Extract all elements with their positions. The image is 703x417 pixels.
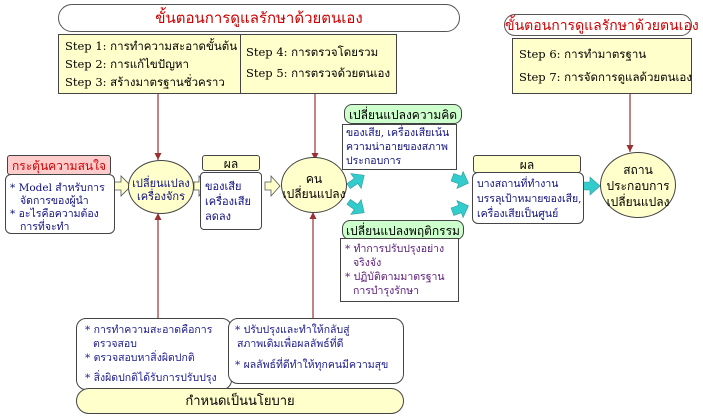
arrow-people-to-thinking — [346, 173, 365, 190]
interest-item-3: * อะไรคือความต้อง — [10, 208, 99, 220]
step-7: Step 7: การจัดการดูแลด้วยตนเอง — [519, 70, 692, 84]
step-1: Step 1: การทำความสะอาดขั้นต้น — [65, 39, 238, 53]
thinking-header: เปลี่ยนแปลงความคิด — [348, 108, 458, 122]
step-2: Step 2: การแก้ไขปัญหา — [65, 57, 189, 71]
result2-item-2: บรรลุเป้าหมายของเสีย, — [477, 193, 582, 205]
title-main: ขั้นตอนการดูแลรักษาด้วยตนเอง — [155, 9, 363, 27]
step-3: Step 3: สร้างมาตรฐานชั่วคราว — [65, 75, 225, 89]
circle-people-line-1: คน — [305, 172, 323, 186]
interest-header-box: กระตุ้นความสนใจ — [7, 155, 111, 175]
step-4: Step 4: การตรวจโดยรวม — [246, 45, 379, 59]
interest-item-4: การที่จะทำ — [20, 221, 70, 233]
arrow-people-to-behavior — [346, 198, 365, 215]
steps-mid-box: Step 4: การตรวจโดยรวม Step 5: การตรวจด้ว… — [240, 34, 397, 94]
behavior-header-box: เปลี่ยนแปลงพฤติกรรม — [342, 220, 464, 240]
bottom-mid-item-2: สภาพเดิมเพื่อผลลัพธ์ที่ดี — [237, 338, 344, 350]
result1-item-3: ลดลง — [205, 210, 231, 223]
behavior-header: เปลี่ยนแปลงพฤติกรรม — [346, 224, 460, 238]
arrow-behavior-to-result2 — [450, 199, 469, 219]
result1-header: ผล — [223, 157, 239, 171]
thinking-item-3: ประกอบการ — [346, 155, 402, 167]
circle-machine-line-2: เครื่องจักร — [136, 190, 186, 203]
steps-left-box: Step 1: การทำความสะอาดขั้นต้น Step 2: กา… — [58, 34, 258, 94]
arrow-thinking-to-result2 — [450, 170, 469, 190]
bottom-left-item-4: * สิ่งผิดปกติได้รับการปรับปรุง — [85, 372, 217, 384]
result1-body-box: ของเสีย เครื่องเสีย ลดลง — [200, 172, 262, 230]
thinking-item-2: ความน่าอายของสภาพ — [346, 141, 448, 153]
thinking-header-box: เปลี่ยนแปลงความคิด — [344, 104, 462, 124]
behavior-item-1: * ทำการปรับปรุงอย่าง — [345, 243, 445, 255]
bottom-left-box: * การทำความสะอาดคือการ ตรวจสอบ * ตรวจสอบ… — [76, 318, 232, 390]
result2-item-3: เครื่องเสียเป็นศูนย์ — [477, 208, 559, 220]
arrow-result2-to-place — [582, 176, 601, 196]
behavior-item-3: * ปฏิบัติตามมาตรฐาน — [345, 271, 445, 283]
bottom-left-item-3: * ตรวจสอบหาสิ่งผิดปกติ — [85, 352, 195, 364]
circle-people-change: คน เปลี่ยนแปลง — [281, 157, 347, 213]
title-right: ขั้นตอนการดูแลรักษาด้วยตนเอง — [505, 18, 699, 34]
bottom-mid-box: * ปรับปรุงและทำให้กลับสู่ สภาพเดิมเพื่อผ… — [228, 318, 404, 384]
bottom-left-item-1: * การทำความสะอาดคือการ — [85, 324, 213, 336]
circle-people-line-2: เปลี่ยนแปลง — [282, 187, 346, 201]
circle-place-line-1: สถาน — [623, 163, 653, 177]
steps-right-box: Step 6: การทำมาตรฐาน Step 7: การจัดการดู… — [512, 38, 692, 94]
circle-machine-line-1: เปลี่ยนแปลง — [132, 177, 190, 190]
circle-machine-change: เปลี่ยนแปลง เครื่องจักร — [128, 160, 194, 214]
result2-header: ผล — [519, 158, 535, 172]
result1-header-box: ผล — [202, 155, 260, 171]
behavior-item-2: จริงจัง — [353, 257, 382, 269]
behavior-item-4: การบำรุงรักษา — [353, 285, 420, 297]
bottom-mid-item-3: * ผลลัพธ์ที่ดีทำให้ทุกคนมีความสุข — [235, 359, 389, 371]
title-main-box: ขั้นตอนการดูแลรักษาด้วยตนเอง — [58, 4, 460, 32]
circle-place-change: สถาน ประกอบการ เปลี่ยนแปลง — [600, 152, 676, 218]
circle-place-line-2: ประกอบการ — [606, 179, 670, 193]
result2-header-box: ผล — [473, 155, 581, 173]
interest-header: กระตุ้นความสนใจ — [12, 159, 106, 173]
circle-place-line-3: เปลี่ยนแปลง — [606, 195, 670, 209]
bottom-mid-item-1: * ปรับปรุงและทำให้กลับสู่ — [235, 324, 350, 336]
thinking-item-1: ของเสีย, เครื่องเสียเน้น — [346, 127, 450, 139]
step-5: Step 5: การตรวจด้วยตนเอง — [246, 66, 391, 80]
result1-item-2: เครื่องเสีย — [205, 195, 251, 208]
bottom-left-item-2: ตรวจสอบ — [93, 338, 137, 350]
policy-banner: กำหนดเป็นนโยบาย — [76, 388, 404, 414]
interest-item-1: * Model สำหรับการ — [10, 182, 105, 194]
result2-item-1: บางสถานที่ทำงาน — [477, 178, 559, 190]
result2-body-box: บางสถานที่ทำงาน บรรลุเป้าหมายของเสีย, เค… — [472, 172, 584, 224]
arrow-interest-to-machine — [113, 175, 132, 197]
result1-item-1: ของเสีย — [205, 180, 242, 193]
title-right-box: ขั้นตอนการดูแลรักษาด้วยตนเอง — [504, 14, 699, 36]
arrow-result1-to-people — [264, 174, 281, 198]
interest-body-box: * Model สำหรับการ จัดการของผู้นำ * อะไรค… — [5, 174, 115, 234]
behavior-body-box: * ทำการปรับปรุงอย่าง จริงจัง * ปฏิบัติตา… — [340, 238, 459, 302]
thinking-body-box: ของเสีย, เครื่องเสียเน้น ความน่าอายของสภ… — [342, 124, 457, 170]
interest-item-2: จัดการของผู้นำ — [20, 195, 89, 207]
policy-label: กำหนดเป็นนโยบาย — [185, 394, 295, 409]
step-6: Step 6: การทำมาตรฐาน — [519, 47, 647, 61]
